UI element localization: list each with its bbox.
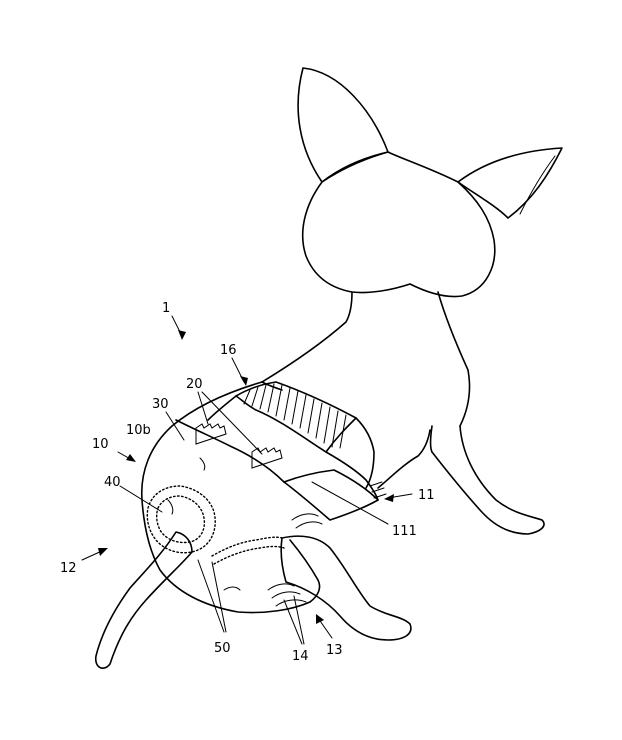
label-1: 1 (162, 301, 170, 316)
label-10: 10 (92, 437, 109, 452)
label-16: 16 (220, 343, 237, 358)
label-11: 11 (418, 488, 435, 503)
waist-band-stripes (244, 384, 346, 448)
label-13: 13 (326, 643, 343, 658)
label-50: 50 (214, 641, 231, 656)
diaper (142, 382, 386, 613)
label-30: 30 (152, 397, 169, 412)
label-14: 14 (292, 649, 309, 664)
label-12: 12 (60, 561, 77, 576)
label-40: 40 (104, 475, 121, 490)
label-20: 20 (186, 377, 203, 392)
label-10b: 10b (126, 423, 151, 438)
label-111: 111 (392, 524, 417, 539)
